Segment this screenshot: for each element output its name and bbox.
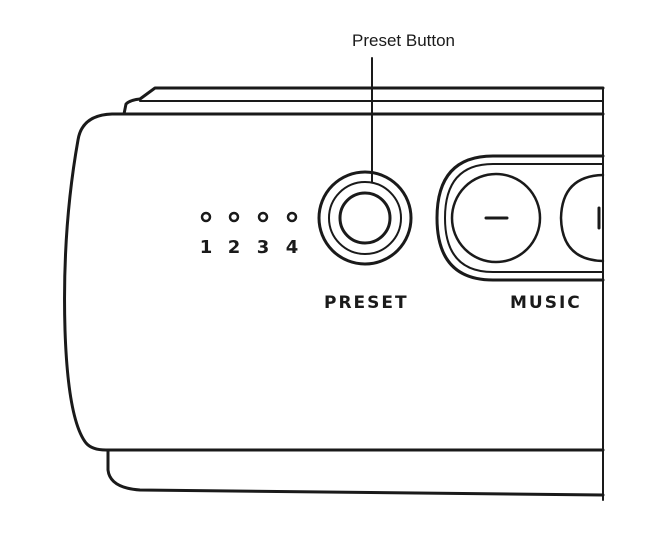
housing-top-edge [122, 86, 605, 116]
callout-label: Preset Button [352, 31, 456, 50]
preset-button-outer-ring[interactable] [317, 170, 413, 266]
preset-indicator-dot-4 [286, 211, 298, 223]
preset-number-4: 4 [285, 237, 299, 258]
preset-number-1: 1 [199, 237, 213, 258]
preset-indicator-dot-1 [200, 211, 212, 223]
preset-indicator-dot-2 [228, 211, 240, 223]
music-label: MUSIC [510, 293, 582, 313]
music-volume-up-button[interactable] [559, 173, 605, 263]
preset-button-inner-ring[interactable] [338, 191, 392, 245]
music-rocker-outer [435, 154, 605, 282]
preset-number-3: 3 [256, 237, 270, 258]
preset-indicator-dot-3 [257, 211, 269, 223]
preset-number-2: 2 [227, 237, 241, 258]
preset-button-middle-ring[interactable] [328, 181, 402, 255]
housing-base [106, 448, 605, 497]
music-rocker-inner [444, 163, 604, 273]
preset-label: PRESET [324, 293, 409, 313]
front-face-outline [63, 112, 605, 452]
music-volume-down-button[interactable] [450, 172, 542, 264]
